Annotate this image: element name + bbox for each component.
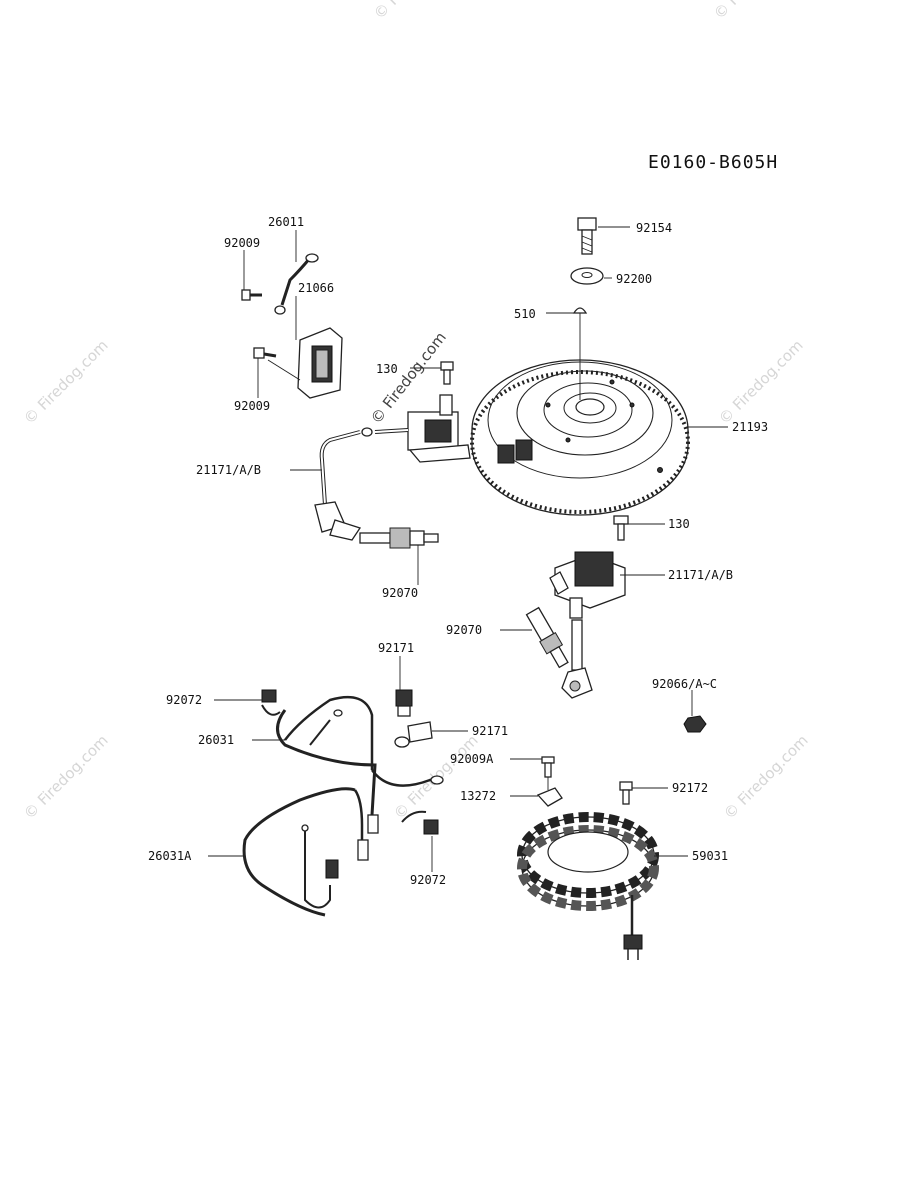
part-labels: 92154 92200 510 21193 130 26011 92009 21… xyxy=(148,215,768,887)
part-label: 92072 xyxy=(166,693,202,707)
washer-92200 xyxy=(570,267,604,285)
screw-92009-lower xyxy=(253,347,277,359)
part-label: 92066/A~C xyxy=(652,677,717,691)
bracket-13272 xyxy=(536,787,563,807)
part-label: 92171 xyxy=(378,641,414,655)
screw-92172 xyxy=(619,781,633,805)
connector-92171-lower xyxy=(394,721,433,748)
part-label: 21193 xyxy=(732,420,768,434)
part-label: 130 xyxy=(668,517,690,531)
part-label: 13272 xyxy=(460,789,496,803)
terminal-92072-upper xyxy=(261,689,281,716)
spark-plug-lower xyxy=(525,606,569,669)
stator-59031 xyxy=(517,812,659,960)
screw-130-upper xyxy=(440,361,454,385)
diagram-code: E0160-B605H xyxy=(648,152,779,173)
part-label: 92200 xyxy=(616,272,652,286)
screw-92009-upper xyxy=(241,289,262,301)
watermark: © Firedog.com xyxy=(20,731,112,823)
flywheel xyxy=(470,359,690,516)
part-label: 130 xyxy=(376,362,398,376)
ignition-coil-lower xyxy=(549,551,626,699)
connector-92171-upper xyxy=(395,689,413,717)
part-label: 26031A xyxy=(148,849,192,863)
watermark: © Firedog.com xyxy=(20,336,112,428)
spark-plug-upper xyxy=(359,527,439,549)
terminal-92072-lower xyxy=(401,810,439,835)
part-label: 92009 xyxy=(234,399,270,413)
part-label: 92172 xyxy=(672,781,708,795)
screw-130-lower xyxy=(613,515,629,541)
part-label: 21171/A/B xyxy=(668,568,733,582)
regulator-21066 xyxy=(297,327,343,399)
part-label: 92009 xyxy=(224,236,260,250)
key-510 xyxy=(572,307,588,314)
wire-harness-26031 xyxy=(276,695,444,834)
wire-harness-26031A xyxy=(242,787,369,917)
watermark: © Firedog.com xyxy=(370,0,462,23)
part-label: 92072 xyxy=(410,873,446,887)
part-label: 59031 xyxy=(692,849,728,863)
part-label: 92009A xyxy=(450,752,494,766)
part-label: 92070 xyxy=(382,586,418,600)
watermark: © Firedog.com xyxy=(715,336,807,428)
part-label: 92154 xyxy=(636,221,672,235)
watermark: © Firedog.com xyxy=(710,0,802,23)
screw-92009A xyxy=(541,756,555,778)
part-label: 26031 xyxy=(198,733,234,747)
bolt-92154 xyxy=(577,217,597,255)
leader-lines xyxy=(208,226,728,872)
nut-92066 xyxy=(683,715,707,733)
part-label: 21171/A/B xyxy=(196,463,261,477)
part-label: 510 xyxy=(514,307,536,321)
watermark: © Firedog.com xyxy=(720,731,812,823)
part-label: 26011 xyxy=(268,215,304,229)
part-label: 92070 xyxy=(446,623,482,637)
part-label: 21066 xyxy=(298,281,334,295)
ignition-coil-upper xyxy=(314,394,471,541)
ground-lead-26011 xyxy=(274,253,319,315)
part-label: 92171 xyxy=(472,724,508,738)
